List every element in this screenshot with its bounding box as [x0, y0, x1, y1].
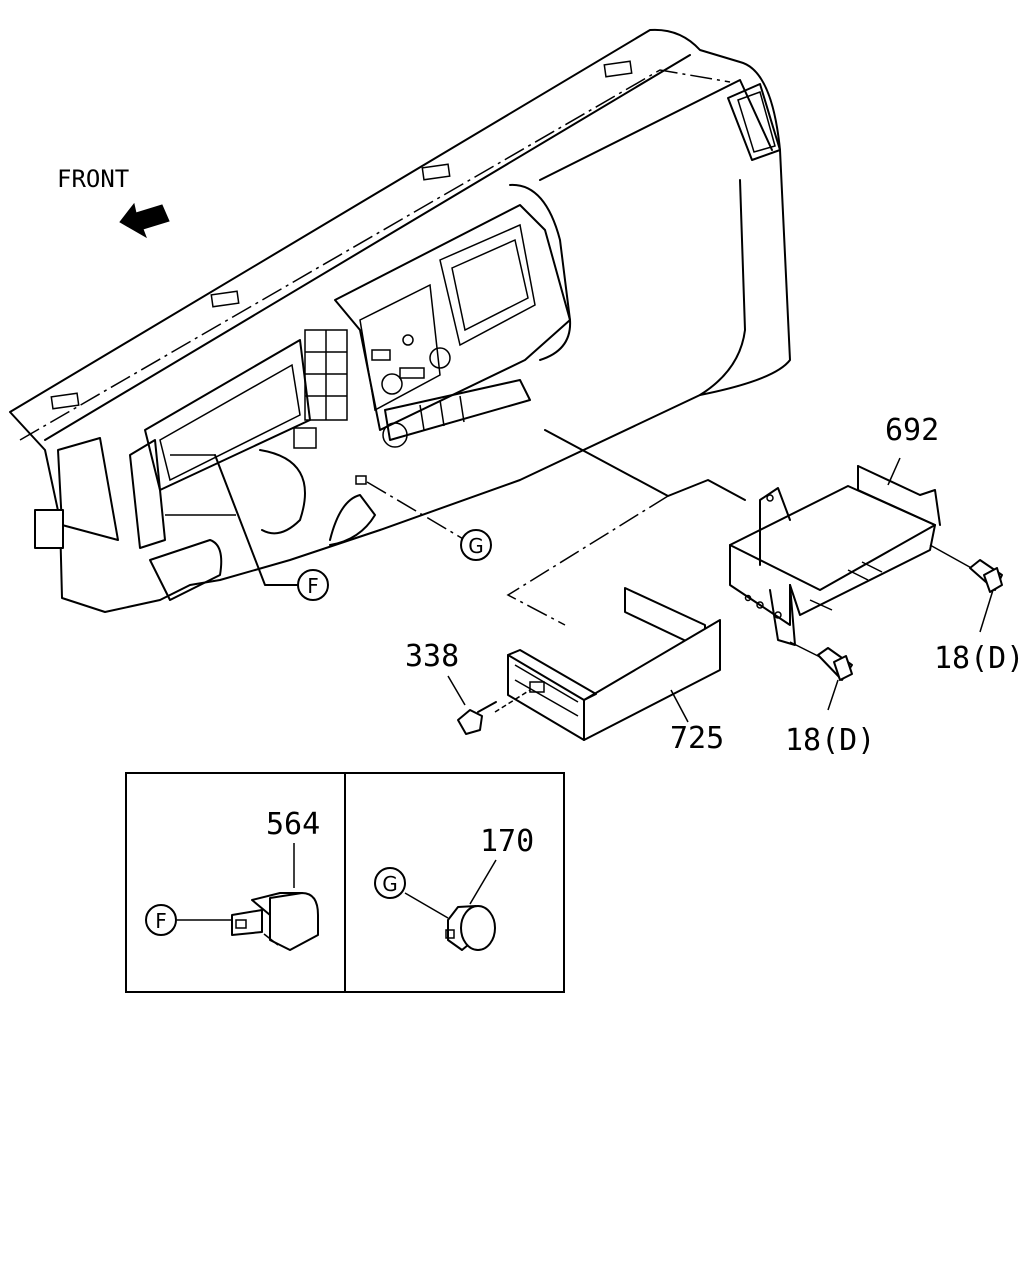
bolt-18d-right-drawing [929, 544, 1003, 633]
ref-g-main: G [460, 529, 492, 561]
screw-338-drawing [447, 675, 531, 735]
assembly-line [544, 429, 746, 501]
bracket-692-drawing [729, 457, 941, 646]
ref-f-main: F [297, 569, 329, 601]
svg-text:G: G [468, 534, 484, 558]
callout-338: 338 [405, 639, 459, 674]
assembly-dash-line [506, 495, 669, 626]
tray-725-drawing [507, 587, 721, 741]
detail-inset-box [125, 772, 565, 993]
callout-692: 692 [885, 413, 939, 448]
callout-725: 725 [670, 721, 724, 756]
bolt-18d-mid-drawing [789, 641, 853, 711]
plug-170-drawing [404, 859, 497, 951]
switch-564-drawing [177, 843, 319, 951]
callout-18d-right: 18(D) [934, 641, 1024, 676]
ref-f-inset: F [145, 904, 177, 936]
svg-text:F: F [307, 574, 319, 598]
callout-18d-mid: 18(D) [785, 723, 875, 758]
front-label: FRONT [57, 165, 129, 193]
ref-g-inset: G [374, 867, 406, 899]
instrument-panel-drawing [9, 28, 791, 613]
svg-text:G: G [382, 872, 398, 896]
callout-170: 170 [480, 824, 534, 859]
front-arrow-icon [119, 202, 170, 239]
callout-564: 564 [266, 807, 320, 842]
svg-text:F: F [155, 909, 167, 933]
